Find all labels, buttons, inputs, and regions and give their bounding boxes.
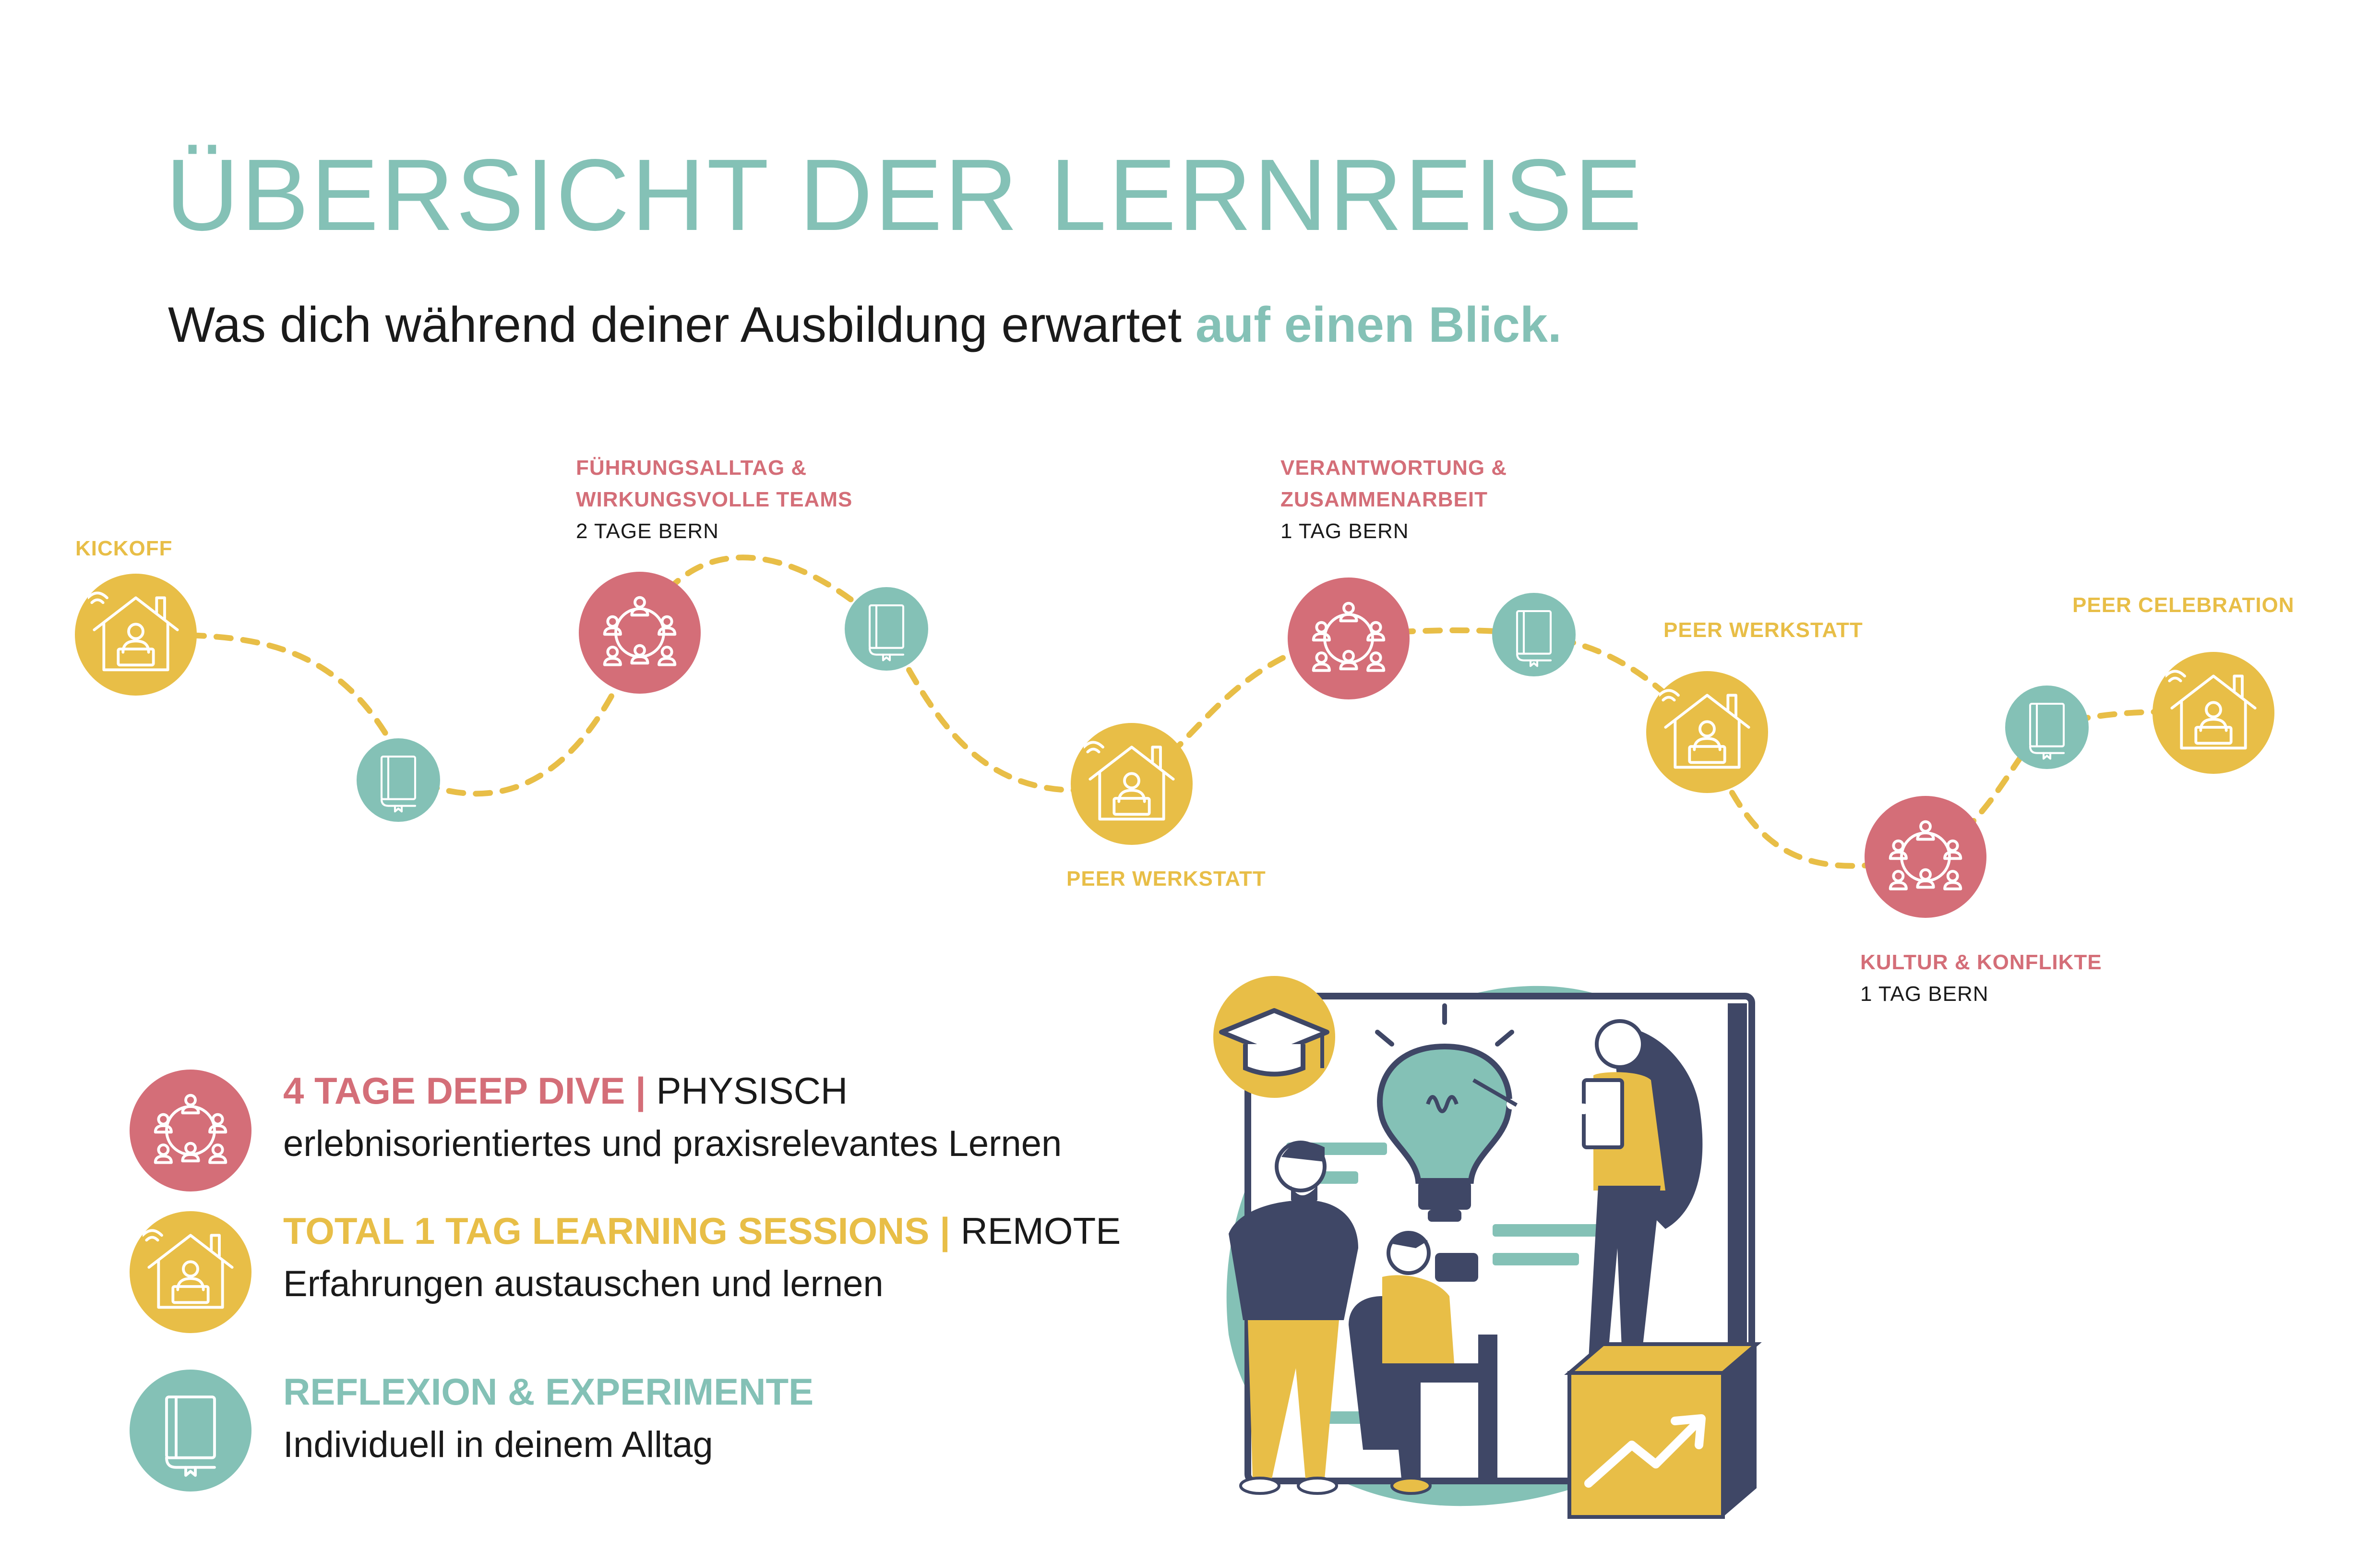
label-subtitle: 1 TAG BERN (1860, 982, 1989, 1006)
label-title: KICKOFF (75, 537, 173, 560)
legend-item-remote: TOTAL 1 TAG LEARNING SESSIONS | REMOTE E… (283, 1212, 1121, 1302)
legend-heading: 4 TAGE DEEP DIVE (283, 1070, 625, 1112)
growth-chart-icon (1564, 1342, 1762, 1519)
station-reflexion-3 (1492, 593, 1576, 676)
label-title-line1: VERANTWORTUNG & (1280, 456, 1507, 480)
label-title-line1: FÜHRUNGSALLTAG & (576, 456, 807, 480)
station-reflexion-2 (845, 587, 928, 671)
station-fuehrungsalltag (579, 572, 701, 694)
label-title: PEER WERKSTATT (1663, 618, 1863, 642)
label-title-line2: ZUSAMMENARBEIT (1280, 488, 1488, 511)
book-icon (130, 1370, 251, 1492)
page-subtitle: Was dich während deiner Ausbildung erwar… (168, 300, 1562, 350)
legend-mode: PHYSISCH (656, 1070, 848, 1112)
label-title-line2: WIRKUNGSVOLLE TEAMS (576, 488, 853, 511)
station-kultur-konflikte (1865, 796, 1986, 918)
subtitle-main: Was dich während deiner Ausbildung erwar… (168, 297, 1182, 353)
station-peer-werkstatt-2 (1646, 671, 1768, 793)
legend-separator: | (940, 1210, 950, 1252)
station-verantwortung (1288, 577, 1410, 699)
label-kickoff: KICKOFF (75, 533, 173, 565)
station-peer-werkstatt-1 (1071, 723, 1193, 845)
label-title: PEER CELEBRATION (2072, 593, 2295, 617)
home-office-icon (130, 1211, 251, 1333)
legend-description: Erfahrungen austauschen und lernen (283, 1263, 884, 1304)
label-peer-werkstatt-2: PEER WERKSTATT (1663, 614, 1863, 646)
page-title: ÜBERSICHT DER LERNREISE (166, 138, 1644, 252)
label-subtitle: 2 TAGE BERN (576, 519, 719, 543)
legend-heading: TOTAL 1 TAG LEARNING SESSIONS (283, 1210, 930, 1252)
subtitle-accent: auf einen Blick. (1195, 297, 1562, 353)
legend-mode: REMOTE (960, 1210, 1121, 1252)
legend-heading: REFLEXION & EXPERIMENTE (283, 1371, 814, 1413)
label-fuehrungsalltag: FÜHRUNGSALLTAG & WIRKUNGSVOLLE TEAMS 2 TAG… (576, 452, 852, 547)
label-kultur-konflikte: KULTUR & KONFLIKTE 1 TAG BERN (1860, 947, 2102, 1010)
station-kickoff (75, 574, 197, 696)
graduation-cap-icon (1213, 976, 1335, 1098)
label-title: KULTUR & KONFLIKTE (1860, 950, 2102, 974)
legend-description: erlebnisorientiertes und praxisrelevante… (283, 1123, 1062, 1164)
station-peer-celebration (2153, 652, 2274, 774)
team-network-icon (130, 1070, 251, 1191)
legend-description: Individuell in deinem Alltag (283, 1424, 713, 1465)
label-peer-celebration: PEER CELEBRATION (2072, 590, 2295, 621)
station-reflexion-4 (2005, 686, 2089, 769)
legend-item-reflexion: REFLEXION & EXPERIMENTE Individuell in d… (283, 1373, 813, 1463)
legend-item-physisch: 4 TAGE DEEP DIVE | PHYSISCH erlebnisorie… (283, 1072, 1062, 1162)
label-title: PEER WERKSTATT (1066, 867, 1266, 890)
label-peer-werkstatt-1: PEER WERKSTATT (1066, 863, 1266, 895)
label-subtitle: 1 TAG BERN (1280, 519, 1409, 543)
station-reflexion-1 (357, 738, 440, 822)
label-verantwortung: VERANTWORTUNG & ZUSAMMENARBEIT 1 TAG BERN (1280, 452, 1507, 547)
legend-separator: | (635, 1070, 646, 1112)
